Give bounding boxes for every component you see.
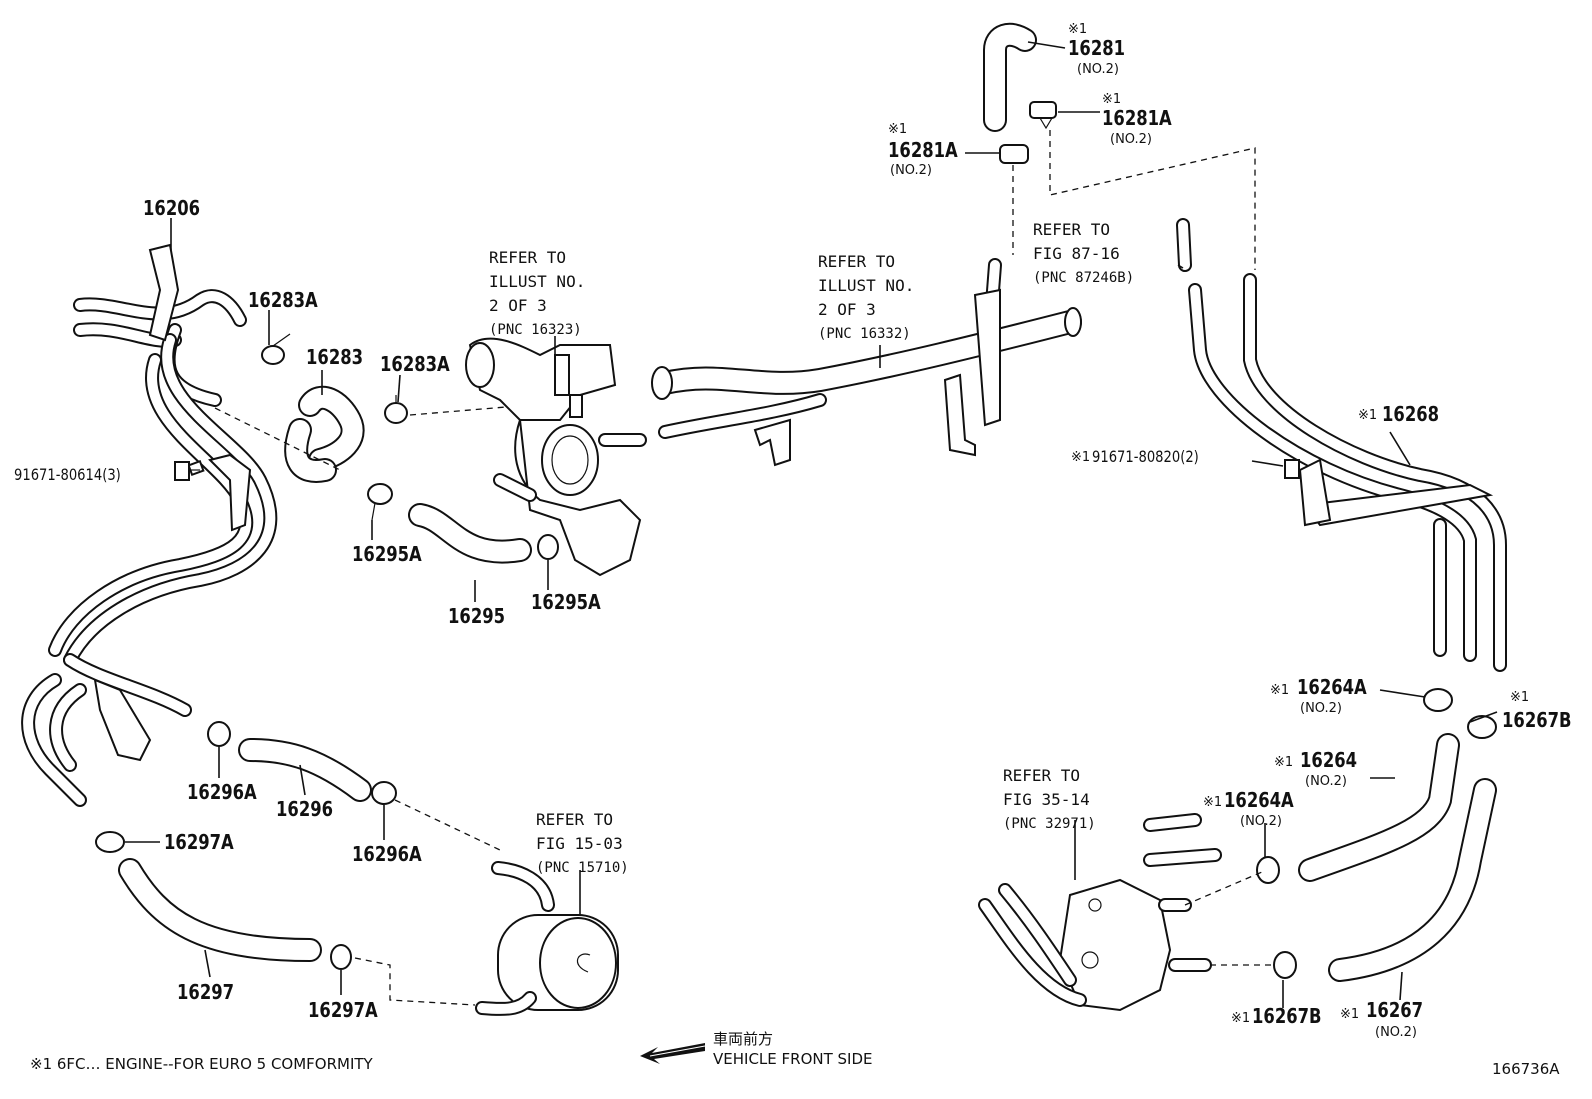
label-16264A-b-sub: (NO.2) [1240, 814, 1282, 829]
direction-label-en: VEHICLE FRONT SIDE [713, 1050, 873, 1068]
label-16281A-right: 16281A [1102, 106, 1172, 130]
label-16267: 16267 [1366, 998, 1424, 1022]
label-16264-sub: (NO.2) [1305, 774, 1347, 789]
pipe-assembly-16268 [1176, 218, 1507, 672]
mark-16267B-a: ※1 [1510, 690, 1530, 705]
pipe-assembly-16206 [21, 243, 278, 807]
clamp-16297A-b [330, 944, 352, 970]
label-16281A-left: 16281A [888, 138, 958, 162]
label-16281A-right-sub: (NO.2) [1110, 132, 1152, 147]
hose-16295 [408, 503, 532, 564]
mark-16267B-b: ※1 [1231, 1011, 1251, 1026]
label-16268: 16268 [1382, 402, 1440, 426]
label-16264A-a: 16264A [1297, 675, 1367, 699]
label-16264A-a-sub: (NO.2) [1300, 701, 1342, 716]
bolt-91671-80820 [1284, 459, 1300, 479]
label-16297A-a: 16297A [164, 830, 234, 854]
clamp-16264A-b [1256, 856, 1280, 884]
clamp-16297A-a [95, 831, 125, 853]
mark-16267: ※1 [1340, 1007, 1360, 1022]
label-16295A-a: 16295A [352, 542, 422, 566]
label-16267-sub: (NO.2) [1375, 1025, 1417, 1040]
hose-16296 [238, 738, 372, 802]
hose-16283 [284, 385, 365, 483]
label-16296A-b: 16296A [352, 842, 422, 866]
bolt-91671-80614 [174, 461, 200, 481]
label-16206: 16206 [143, 196, 201, 220]
clamp-16281A-right [1029, 101, 1057, 130]
leader-lines [125, 41, 1498, 1008]
vehicle-front-arrow-icon [640, 1043, 706, 1064]
water-outlet-housing [465, 337, 647, 577]
label-16267B-b: 16267B [1252, 1004, 1322, 1028]
mark-16264A-a: ※1 [1270, 683, 1290, 698]
clamp-16281A-left [999, 144, 1029, 164]
label-16264: 16264 [1300, 748, 1358, 772]
clamp-16296A-b [371, 781, 397, 805]
pipe-16332 [651, 258, 1082, 467]
mark-16281A-r: ※1 [1102, 92, 1122, 107]
clamp-16283A-a [261, 333, 291, 365]
label-16295A-b: 16295A [531, 590, 601, 614]
label-16281A-left-sub: (NO.2) [890, 163, 932, 178]
hose-16281 [983, 22, 1037, 132]
water-pump-32971 [978, 813, 1222, 1012]
clamp-16264A-a [1423, 688, 1453, 712]
clamp-16295A-b [537, 534, 559, 560]
label-16267B-a: 16267B [1502, 708, 1572, 732]
clamp-16283A-b [384, 395, 408, 424]
clamp-16267B-b [1273, 951, 1297, 979]
label-16296A-a: 16296A [187, 780, 257, 804]
diagram-id: 166736A [1492, 1060, 1560, 1078]
footnote: ※1 6FC… ENGINE--FOR EURO 5 COMFORMITY [30, 1055, 373, 1073]
label-16297: 16297 [177, 980, 235, 1004]
mark-16281: ※1 [1068, 22, 1088, 37]
label-16297A-b: 16297A [308, 998, 378, 1022]
label-91671-80820: 91671-80820(2) [1092, 447, 1199, 466]
mark-16264: ※1 [1274, 755, 1294, 770]
label-16281: 16281 [1068, 36, 1126, 60]
clamp-16267B-a [1467, 715, 1497, 739]
label-16283: 16283 [306, 345, 364, 369]
hose-16297 [118, 858, 322, 962]
label-91671-80614: 91671-80614(3) [14, 465, 121, 484]
clamp-16296A-a [207, 721, 231, 747]
mark-16264A-b: ※1 [1203, 795, 1223, 810]
hose-16264 [1298, 733, 1460, 882]
hose-16267 [1328, 778, 1497, 982]
mark-91671-80820: ※1 [1071, 450, 1091, 465]
label-16283A-a: 16283A [248, 288, 318, 312]
mark-16268: ※1 [1358, 408, 1378, 423]
clamp-16295A-a [367, 483, 393, 521]
label-16283A-b: 16283A [380, 352, 450, 376]
label-16296: 16296 [276, 797, 334, 821]
oil-cooler-15710 [475, 861, 619, 1016]
direction-label-jp: 車両前方 [713, 1030, 774, 1048]
label-16264A-b: 16264A [1224, 788, 1294, 812]
label-16281-sub: (NO.2) [1077, 62, 1119, 77]
label-16295: 16295 [448, 604, 506, 628]
mark-16281A-l: ※1 [888, 122, 908, 137]
